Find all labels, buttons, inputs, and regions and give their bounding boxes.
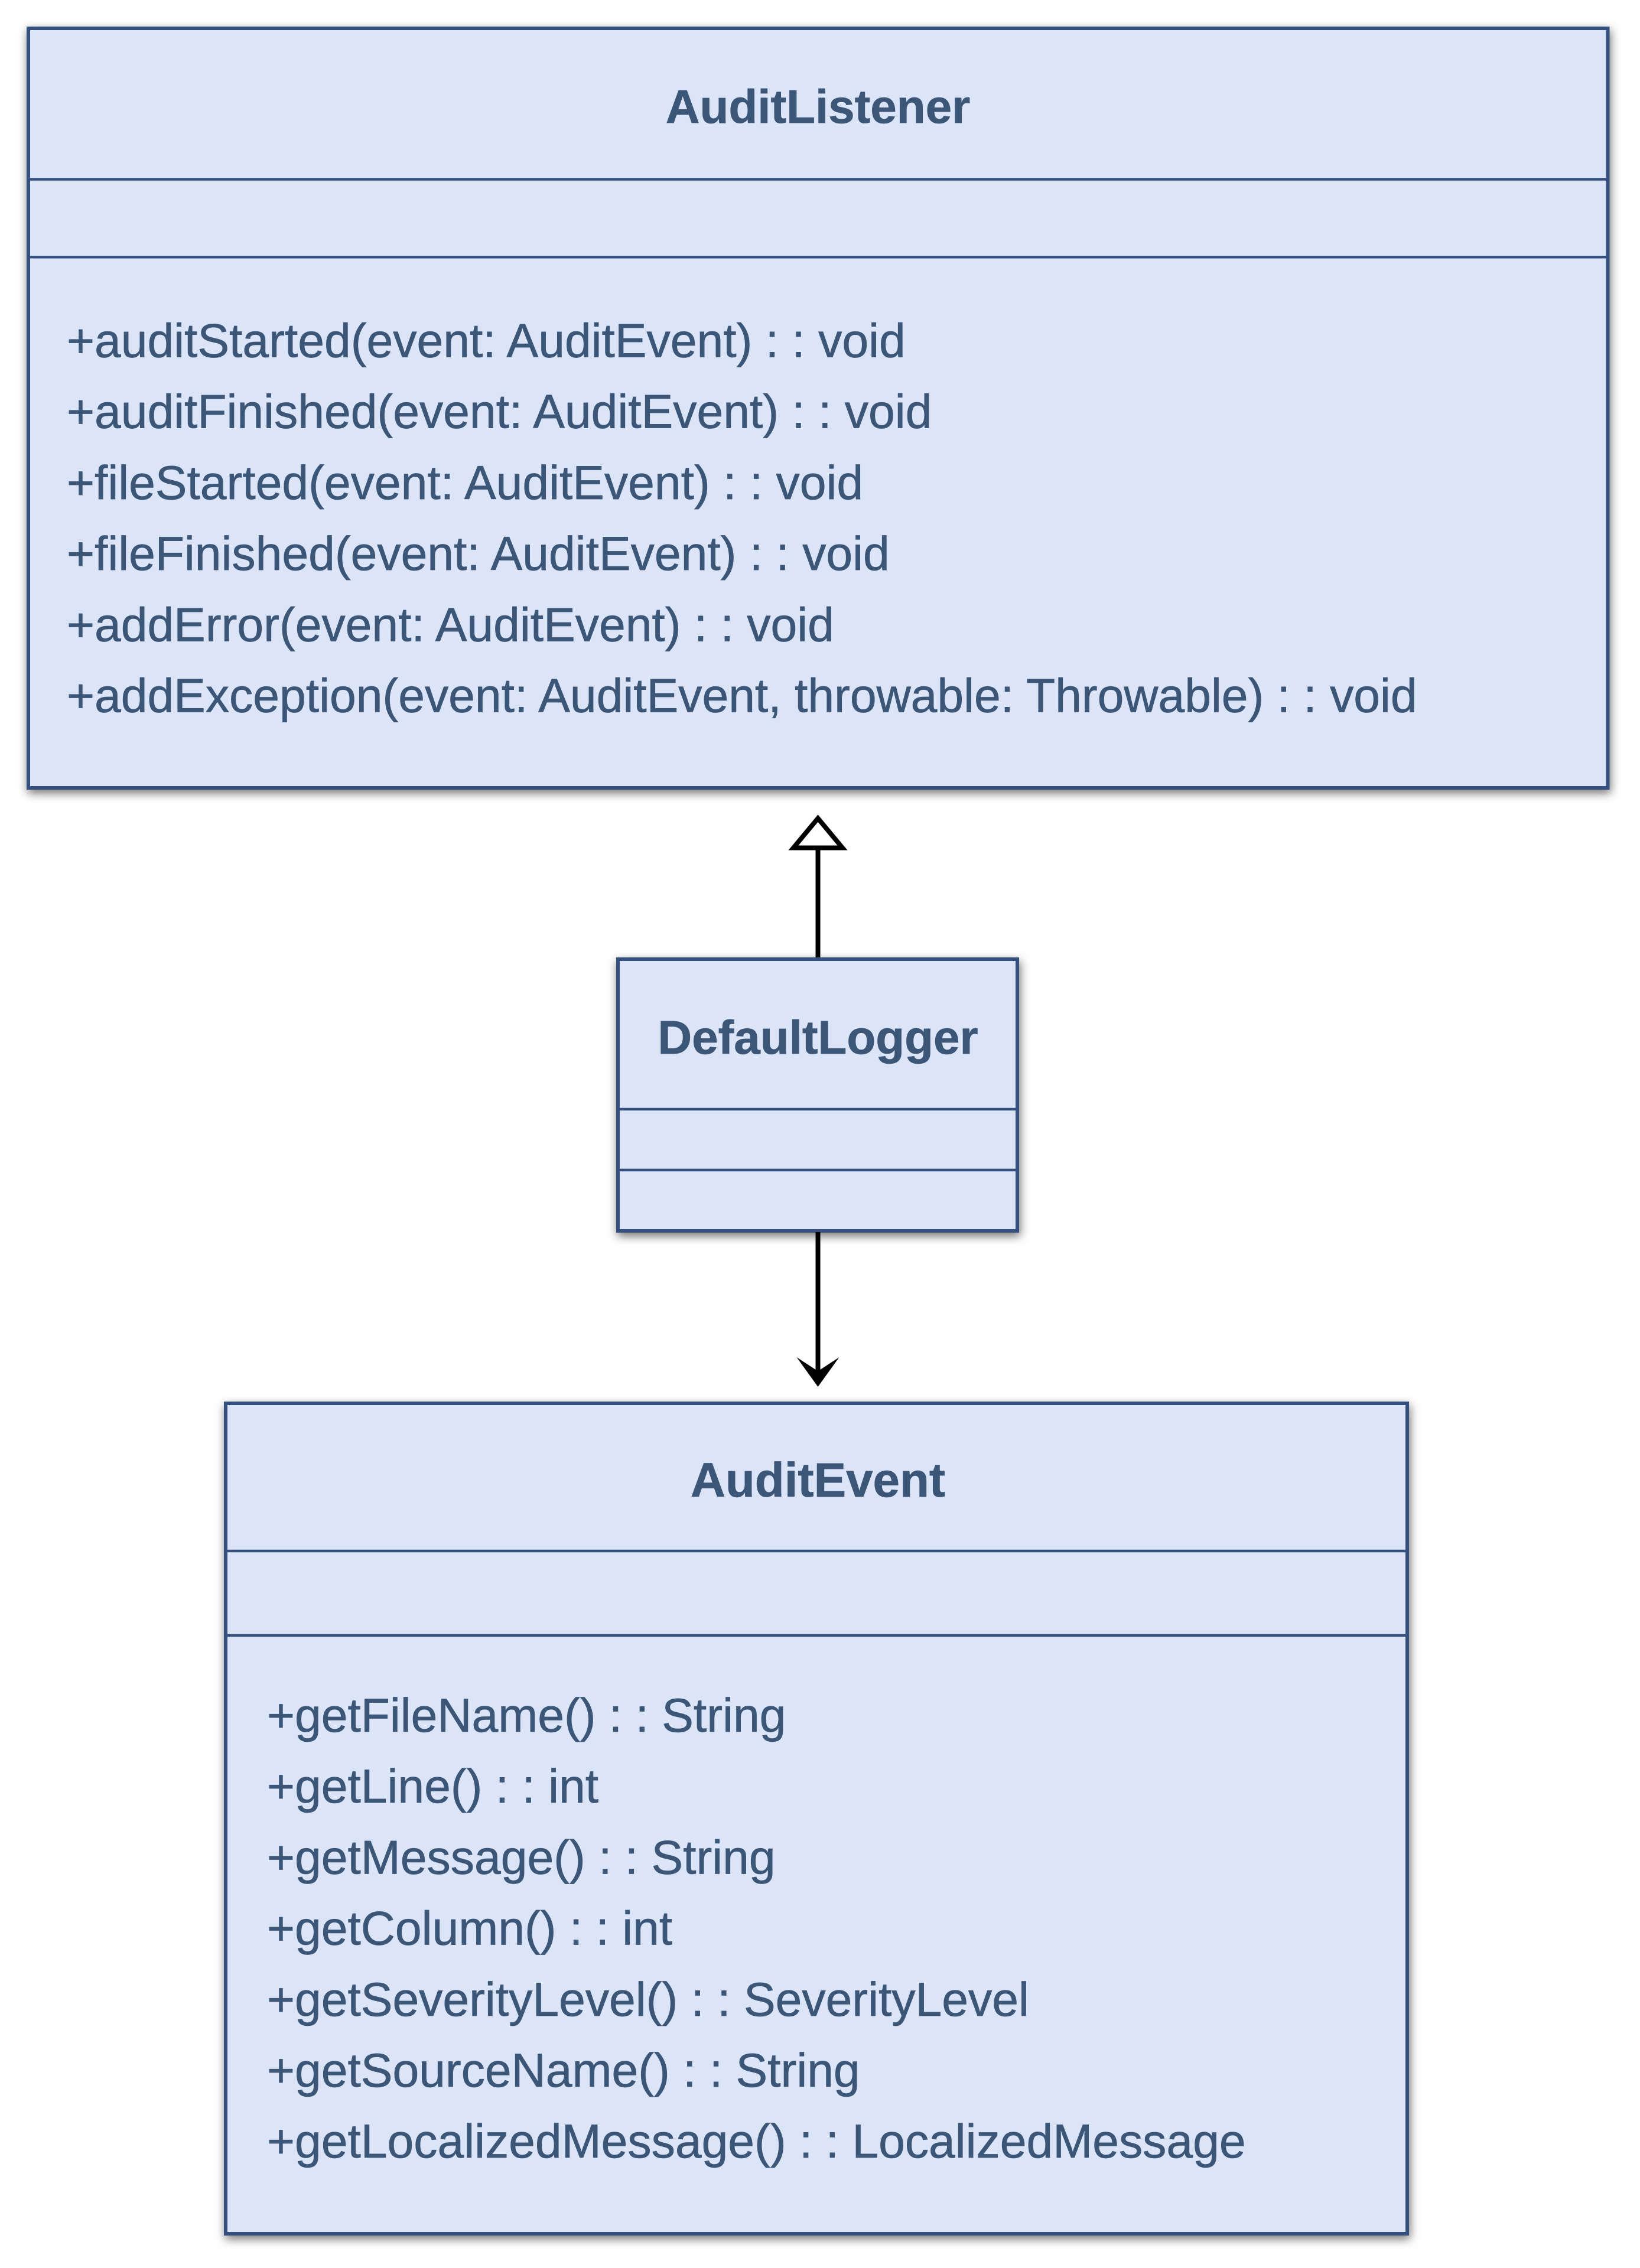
svg-text:+getFileName() : : String: +getFileName() : : String: [267, 1689, 786, 1742]
svg-text:+getLocalizedMessage() : : Loc: +getLocalizedMessage() : : LocalizedMess…: [267, 2115, 1246, 2168]
svg-text:AuditListener: AuditListener: [666, 80, 971, 133]
svg-text:+fileFinished(event: AuditEven: +fileFinished(event: AuditEvent) : : voi…: [67, 527, 890, 581]
svg-text:AuditEvent: AuditEvent: [691, 1454, 945, 1507]
svg-text:+getMessage() : : String: +getMessage() : : String: [267, 1831, 776, 1884]
svg-text:+getColumn() : : int: +getColumn() : : int: [267, 1902, 672, 1956]
svg-text:DefaultLogger: DefaultLogger: [658, 1011, 978, 1064]
svg-text:+addException(event: AuditEven: +addException(event: AuditEvent, throwab…: [67, 670, 1417, 723]
svg-text:+auditFinished(event: AuditEve: +auditFinished(event: AuditEvent) : : vo…: [67, 386, 932, 439]
svg-text:+addError(event: AuditEvent) :: +addError(event: AuditEvent) : : void: [67, 598, 834, 651]
svg-text:+getLine() : : int: +getLine() : : int: [267, 1760, 598, 1813]
svg-text:+auditStarted(event: AuditEven: +auditStarted(event: AuditEvent) : : voi…: [67, 315, 906, 368]
svg-text:+getSourceName() : : String: +getSourceName() : : String: [267, 2044, 860, 2097]
svg-text:+getSeverityLevel() : : Severi: +getSeverityLevel() : : SeverityLevel: [267, 1973, 1029, 2026]
svg-text:+fileStarted(event: AuditEvent: +fileStarted(event: AuditEvent) : : void: [67, 457, 863, 510]
